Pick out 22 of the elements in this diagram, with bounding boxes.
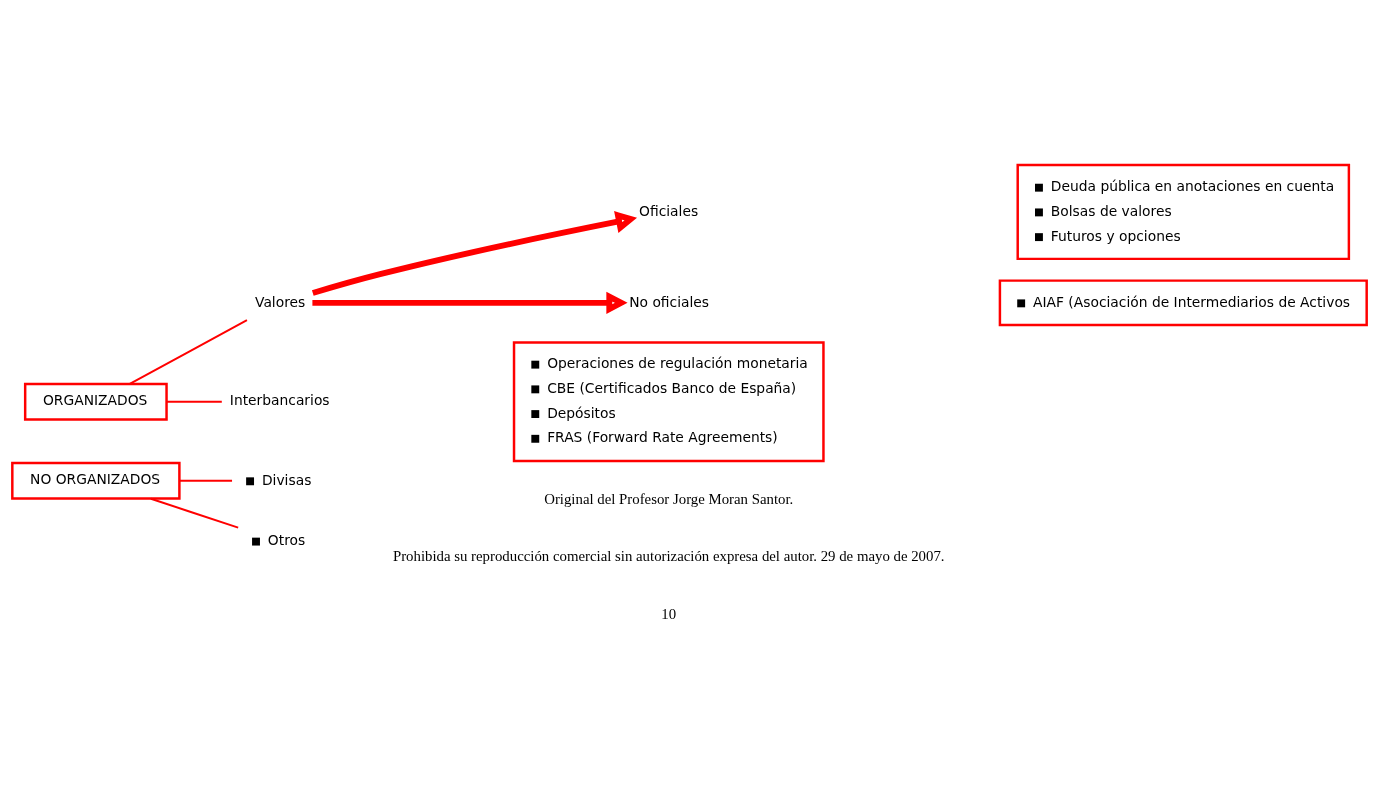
label: 10	[661, 605, 677, 622]
connector	[178, 479, 234, 482]
node-text: Oficiales	[639, 202, 699, 219]
node-box: NO ORGANIZADOS	[11, 461, 181, 500]
label: Prohibida su reproducción comercial sin autorización expresa del autor. 29 de mayo de 2007.	[392, 548, 945, 565]
node-label: Otros	[267, 532, 306, 549]
node-box: ORGANIZADOS	[23, 382, 168, 421]
node-label: Divisas	[261, 471, 312, 488]
label: Original del Profesor Jorge Moran Santor.	[544, 491, 794, 508]
connector	[128, 319, 248, 385]
arrow	[311, 211, 638, 296]
node-text: Interbancarios	[229, 392, 330, 409]
arrow	[312, 291, 628, 314]
node-box: Operaciones de regulación monetaria CBE (Certificados Banco de España) Depósitos FRAS (Forward Rate Agreements)	[512, 341, 825, 463]
node-text: No oficiales	[629, 293, 710, 310]
node-box: AIAF (Asociación de Intermediarios de Activos	[998, 279, 1368, 327]
node-text: Valores	[255, 293, 306, 310]
node-box	[252, 537, 260, 546]
node-box: Deuda pública en anotaciones en cuenta Bolsas de valores Futuros y opciones	[1016, 163, 1351, 261]
node-box	[246, 477, 255, 486]
connector	[165, 400, 223, 403]
connector	[149, 497, 240, 529]
